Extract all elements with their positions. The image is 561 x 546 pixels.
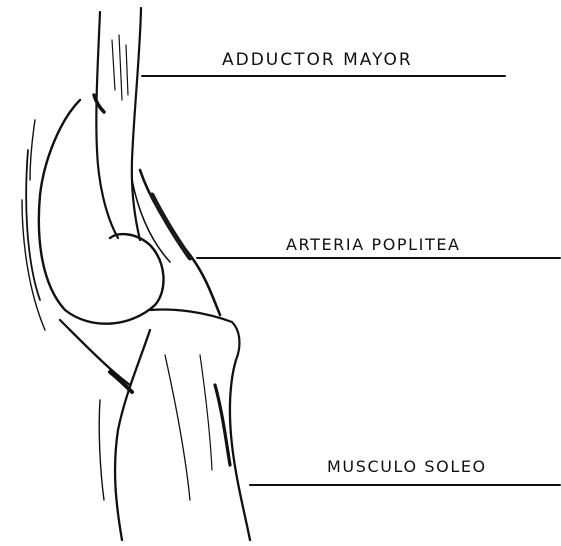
femur-shaft [94,8,141,240]
label-arteria-poplitea: ARTERIA POPLITEA [286,237,461,253]
label-musculo-soleo: MUSCULO SOLEO [327,459,487,475]
tibia [99,330,250,540]
label-adductor-mayor: ADDUCTOR MAYOR [222,52,413,69]
